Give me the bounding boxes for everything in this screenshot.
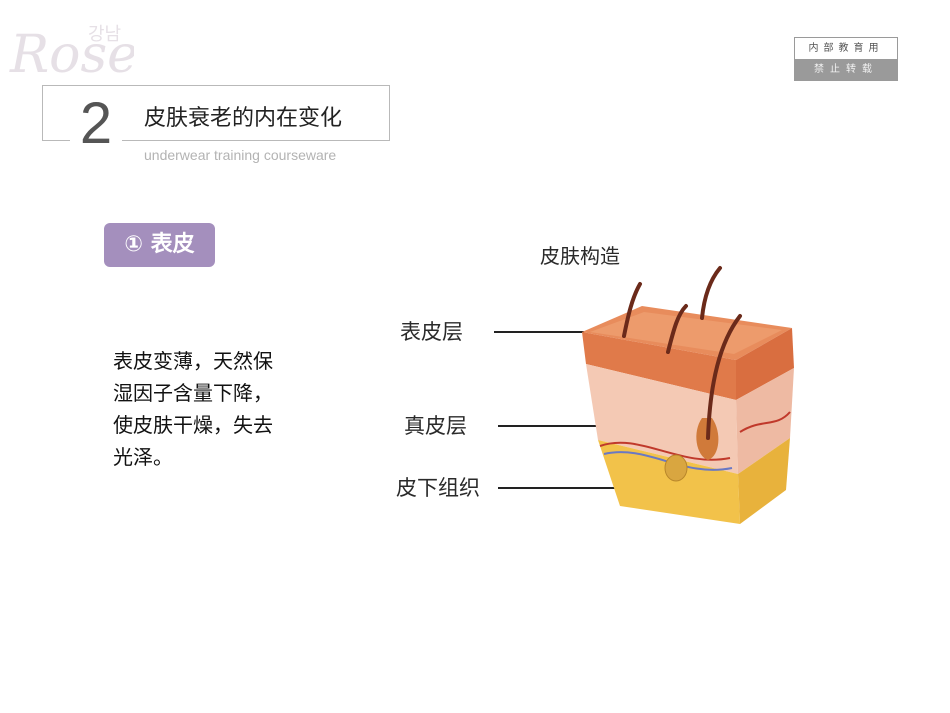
epidermis-front-layer xyxy=(582,332,736,400)
svg-text:Rose: Rose xyxy=(9,25,134,82)
body-line: 光泽。 xyxy=(113,445,173,469)
body-line: 使皮肤干燥，失去 xyxy=(113,413,273,437)
svg-text:강남: 강남 xyxy=(88,24,121,45)
hair-strand xyxy=(666,304,688,354)
fat-lobule xyxy=(664,454,688,482)
body-line: 湿因子含量下降， xyxy=(113,381,273,405)
hair-strand xyxy=(622,282,642,338)
internal-use-stamp: 内部教育用 禁止转载 xyxy=(794,37,898,81)
section-title: 皮肤衰老的内在变化 xyxy=(144,106,343,131)
epidermis-badge: ① 表皮 xyxy=(104,223,215,267)
label-epidermis: 表皮层 xyxy=(400,320,463,344)
rose-logo: Rose 강남 xyxy=(9,24,134,82)
subcutaneous-front-layer xyxy=(598,440,740,524)
body-text: 表皮变薄，天然保 湿因子含量下降， 使皮肤干燥，失去 光泽。 xyxy=(113,345,323,473)
label-dermis: 真皮层 xyxy=(404,414,467,438)
skin-structure-diagram: 皮肤构造 表皮层 真皮层 皮下组织 xyxy=(390,232,810,532)
skin-cube-illustration xyxy=(494,266,794,524)
stamp-line-2: 禁止转载 xyxy=(795,59,897,80)
stamp-line-1: 内部教育用 xyxy=(795,38,897,59)
body-line: 表皮变薄，天然保 xyxy=(113,349,273,373)
section-number: 2 xyxy=(70,89,122,159)
section-subtitle: underwear training courseware xyxy=(144,147,337,163)
hair-strand xyxy=(700,266,722,320)
label-subcutaneous: 皮下组织 xyxy=(396,476,480,500)
diagram-title: 皮肤构造 xyxy=(540,244,620,268)
hair-strand xyxy=(706,314,742,440)
